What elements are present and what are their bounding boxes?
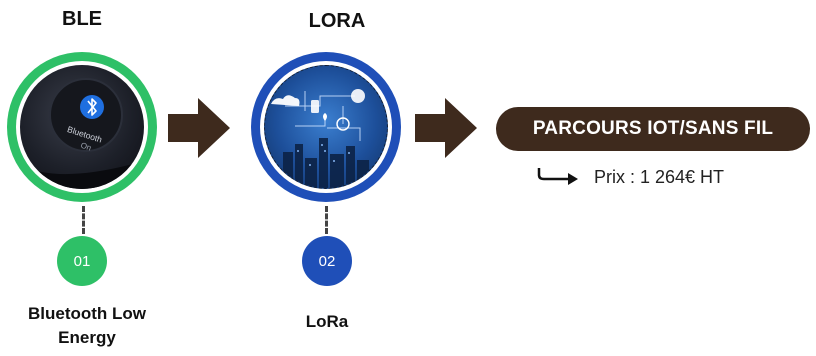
lora-title: LORA xyxy=(308,10,366,32)
price-row: Prix : 1 264€ HT xyxy=(536,166,724,188)
lora-label: LoRa xyxy=(305,312,349,331)
ble-smartwatch-image: Bluetooth On xyxy=(20,65,144,189)
chevron-arrow-right-icon xyxy=(168,98,230,158)
ble-step-badge: 01 xyxy=(57,236,107,286)
price-text: Prix : 1 264€ HT xyxy=(594,166,725,187)
ble-connector xyxy=(82,206,85,234)
ble-ring: Bluetooth On xyxy=(7,52,157,202)
lora-iot-image xyxy=(264,65,388,189)
hooked-arrow-right-icon xyxy=(537,168,578,185)
lora-ring xyxy=(251,52,401,202)
lora-connector xyxy=(325,206,328,234)
ble-label-line2: Energy xyxy=(58,328,116,347)
ble-label: Bluetooth Low Energy xyxy=(2,302,172,350)
chevron-arrow-right-icon xyxy=(415,98,477,158)
ble-title: BLE xyxy=(62,8,102,30)
lora-step-badge: 02 xyxy=(302,236,352,286)
ble-screen-text-2: On xyxy=(79,141,92,153)
result-pill: PARCOURS IOT/SANS FIL xyxy=(496,107,810,151)
ble-label-line1: Bluetooth Low xyxy=(27,304,147,323)
